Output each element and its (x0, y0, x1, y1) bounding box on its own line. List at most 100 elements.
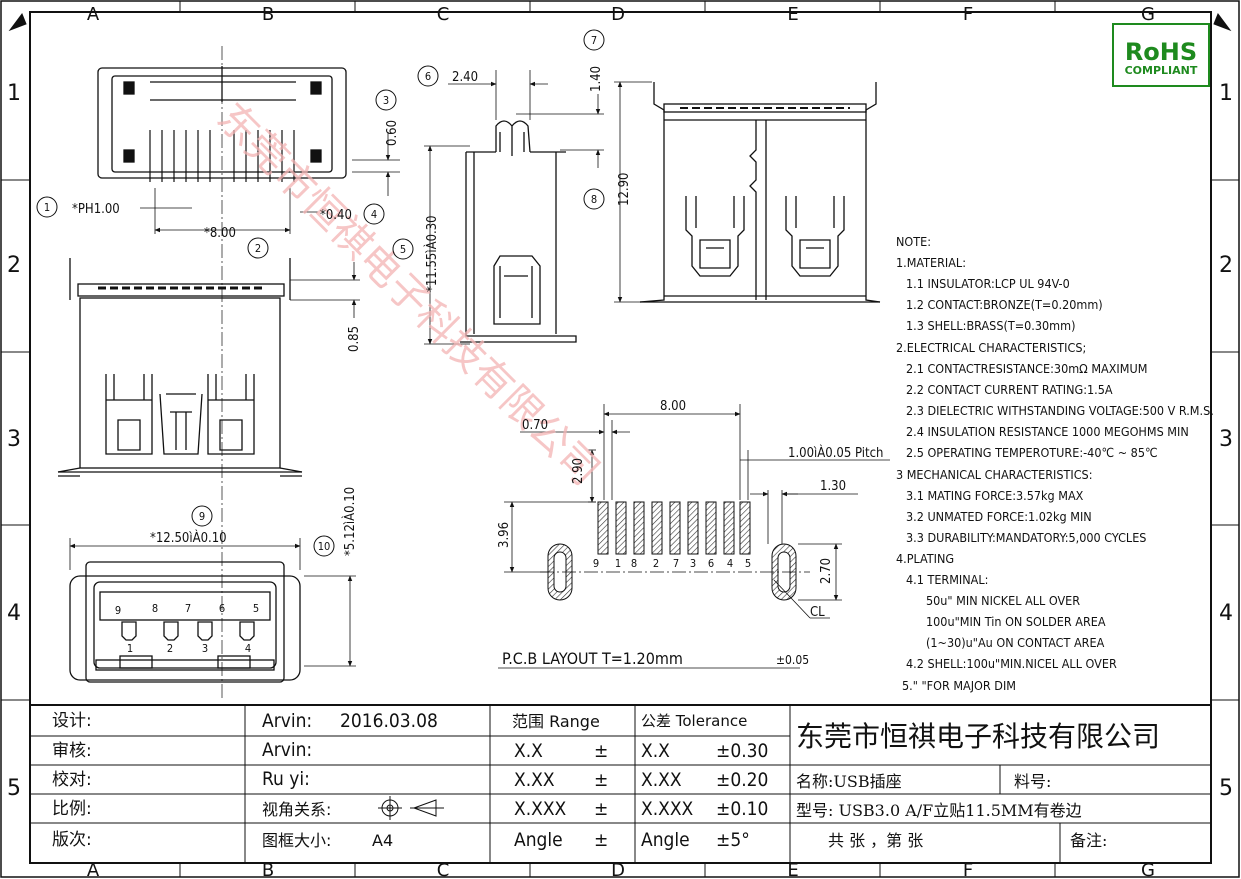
svg-text:4: 4 (7, 601, 21, 626)
svg-text:视角关系:: 视角关系: (262, 800, 331, 819)
pcb-title: P.C.B LAYOUT T=1.20mm ±0.05 (502, 649, 809, 668)
svg-text:0.85: 0.85 (347, 326, 362, 352)
svg-text:设计:: 设计: (52, 711, 92, 731)
svg-text:100u"MIN Tin ON SOLDER AREA: 100u"MIN Tin ON SOLDER AREA (926, 614, 1106, 629)
svg-text:±: ± (594, 740, 608, 762)
svg-text:5: 5 (400, 243, 406, 256)
svg-text:2.4 INSULATION RESISTANCE 1000: 2.4 INSULATION RESISTANCE 1000 MEGOHMS M… (906, 424, 1189, 439)
svg-text:2.1 CONTACTRESISTANCE:30mΩ MAX: 2.1 CONTACTRESISTANCE:30mΩ MAXIMUM (906, 361, 1147, 376)
svg-text:±: ± (594, 769, 608, 791)
svg-text:±0.05: ±0.05 (776, 653, 809, 667)
svg-text:Angle: Angle (641, 829, 690, 851)
svg-text:备注:: 备注: (1070, 831, 1107, 850)
svg-text:P.C.B LAYOUT T=1.20mm: P.C.B LAYOUT T=1.20mm (502, 649, 683, 668)
svg-text:NOTE:: NOTE: (896, 234, 931, 249)
watermark: 东莞市恒祺电子科技有限公司 (208, 95, 608, 495)
svg-text:2: 2 (1219, 253, 1233, 278)
dimension-labels: 2.40 1.40 0.60 12.90 *PH1.00 *0.40 *8.00… (72, 66, 883, 620)
svg-text:(1~30)u"Au ON CONTACT AREA: (1~30)u"Au ON CONTACT AREA (926, 635, 1105, 650)
svg-text:5: 5 (745, 557, 751, 570)
title-block (30, 704, 1211, 863)
svg-text:D: D (611, 4, 625, 25)
svg-text:4: 4 (245, 642, 251, 655)
svg-text:B: B (262, 860, 274, 879)
title-block-text: 设计: 审核: 校对: 比例: 版次: Arvin: 2016.03.08 Ar… (52, 710, 1160, 851)
svg-text:5." "FOR MAJOR DIM: 5." "FOR MAJOR DIM (902, 678, 1016, 693)
svg-text:3 MECHANICAL CHARACTERISTICS:: 3 MECHANICAL CHARACTERISTICS: (896, 467, 1092, 482)
svg-text:*5.12ìÀ0.10: *5.12ìÀ0.10 (342, 487, 358, 556)
svg-text:Angle: Angle (514, 829, 563, 851)
svg-text:9: 9 (115, 604, 121, 617)
svg-text:7: 7 (591, 34, 597, 47)
svg-text:4: 4 (371, 208, 377, 221)
svg-text:E: E (787, 4, 798, 25)
svg-text:A: A (87, 4, 100, 25)
svg-text:4: 4 (727, 557, 733, 570)
front-pin-numbers: 9 8 7 6 5 1 2 3 4 (115, 602, 259, 655)
svg-text:2.3 DIELECTRIC WITHSTANDING VO: 2.3 DIELECTRIC WITHSTANDING VOLTAGE:500 … (906, 403, 1214, 418)
svg-text:X.XX: X.XX (641, 769, 682, 791)
svg-text:3: 3 (690, 557, 696, 570)
svg-text:6: 6 (219, 602, 225, 615)
svg-text:Ru yi:: Ru yi: (262, 768, 310, 790)
svg-text:1.3 SHELL:BRASS(T=0.30mm): 1.3 SHELL:BRASS(T=0.30mm) (906, 318, 1075, 333)
svg-text:1.MATERIAL:: 1.MATERIAL: (896, 255, 966, 270)
svg-text:1: 1 (615, 557, 621, 570)
svg-text:X.X: X.X (514, 740, 543, 762)
svg-text:5: 5 (7, 776, 21, 801)
svg-text:1.1 INSULATOR:LCP UL 94V-0: 1.1 INSULATOR:LCP UL 94V-0 (906, 276, 1070, 291)
svg-text:范围 Range: 范围 Range (512, 712, 600, 731)
svg-text:1: 1 (7, 81, 21, 106)
svg-text:±0.10: ±0.10 (716, 798, 768, 820)
svg-text:D: D (611, 860, 625, 879)
svg-text:*PH1.00: *PH1.00 (72, 202, 120, 217)
svg-text:*8.00: *8.00 (204, 226, 236, 241)
svg-text:8: 8 (591, 193, 597, 206)
svg-text:审核:: 审核: (52, 741, 92, 761)
svg-text:G: G (1141, 860, 1155, 879)
front-view (69, 538, 356, 683)
svg-text:A: A (87, 860, 100, 879)
svg-text:0.60: 0.60 (385, 120, 400, 146)
svg-text:3: 3 (202, 642, 208, 655)
svg-text:版次:: 版次: (52, 830, 92, 850)
svg-text:5: 5 (253, 602, 259, 615)
svg-text:3.1 MATING FORCE:3.57kg MAX: 3.1 MATING FORCE:3.57kg MAX (906, 488, 1084, 503)
pcb-pin-numbers: 9 1 8 2 7 3 6 4 5 (593, 557, 751, 570)
svg-text:1.40: 1.40 (589, 66, 604, 92)
svg-text:料号:: 料号: (1014, 772, 1051, 791)
svg-text:±0.20: ±0.20 (716, 769, 768, 791)
svg-text:X.X: X.X (641, 740, 670, 762)
svg-text:8: 8 (152, 602, 158, 615)
svg-text:图框大小:: 图框大小: (262, 831, 331, 850)
svg-text:12.90: 12.90 (617, 173, 632, 206)
svg-text:2.40: 2.40 (452, 70, 478, 85)
svg-text:公差 Tolerance: 公差 Tolerance (641, 712, 747, 730)
notes-block: NOTE: 1.MATERIAL: 1.1 INSULATOR:LCP UL 9… (896, 234, 1214, 693)
svg-text:9: 9 (593, 557, 599, 570)
svg-text:4.1 TERMINAL:: 4.1 TERMINAL: (906, 572, 988, 587)
svg-text:2: 2 (7, 253, 21, 278)
svg-text:4.2 SHELL:100u"MIN.NICEL ALL O: 4.2 SHELL:100u"MIN.NICEL ALL OVER (906, 656, 1117, 671)
svg-text:2.ELECTRICAL CHARACTERISTICS;: 2.ELECTRICAL CHARACTERISTICS; (896, 340, 1086, 355)
svg-text:E: E (787, 860, 798, 879)
svg-text:7: 7 (673, 557, 679, 570)
svg-text:10: 10 (318, 540, 331, 553)
svg-text:C: C (437, 4, 450, 25)
svg-text:G: G (1141, 4, 1155, 25)
svg-text:F: F (963, 860, 973, 879)
svg-text:型号: USB3.0 A/F立贴11.5MM有卷边: 型号: USB3.0 A/F立贴11.5MM有卷边 (796, 801, 1082, 820)
section-view (424, 70, 604, 345)
svg-text:3.3 DURABILITY:MANDATORY:5,000: 3.3 DURABILITY:MANDATORY:5,000 CYCLES (906, 530, 1146, 545)
svg-text:*11.55ìÀ0.30: *11.55ìÀ0.30 (424, 215, 440, 292)
svg-text:50u" MIN NICKEL ALL OVER: 50u" MIN NICKEL ALL OVER (926, 593, 1080, 608)
pcb-layout (498, 404, 890, 669)
svg-text:±0.30: ±0.30 (716, 740, 768, 762)
rohs-logo: RoHS COMPLIANT (1112, 23, 1210, 87)
svg-text:名称:USB插座: 名称:USB插座 (796, 772, 902, 791)
svg-text:1: 1 (44, 201, 50, 214)
svg-text:2.90: 2.90 (571, 458, 586, 484)
svg-text:东莞市恒祺电子科技有限公司: 东莞市恒祺电子科技有限公司 (796, 720, 1160, 753)
svg-text:X.XX: X.XX (514, 769, 555, 791)
